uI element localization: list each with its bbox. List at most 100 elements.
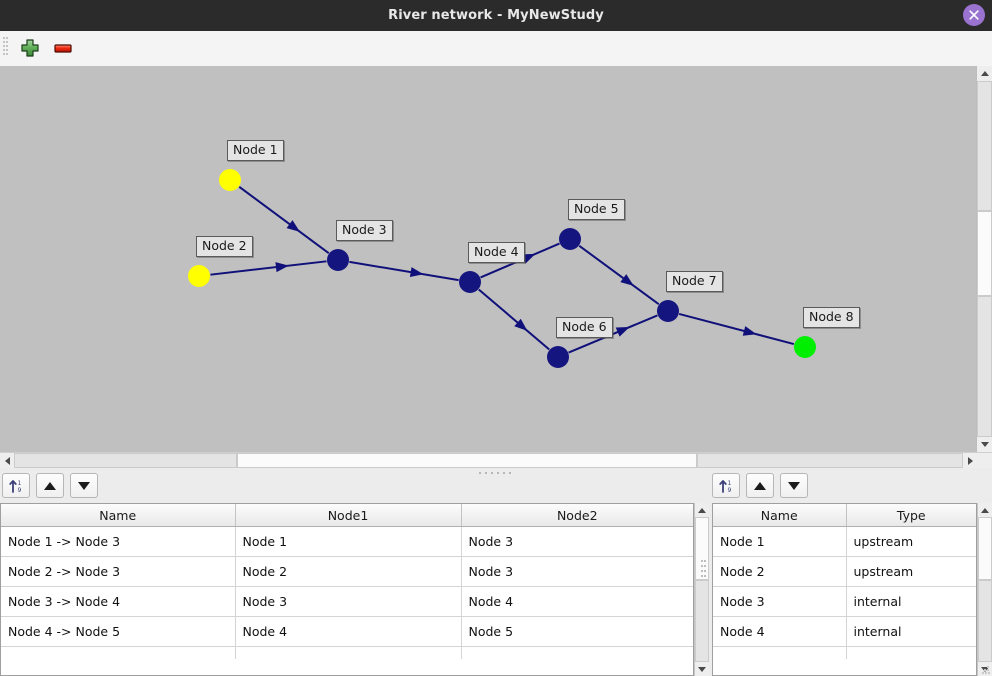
graph-node-node3[interactable] [327,249,349,271]
graph-node-node7[interactable] [657,300,679,322]
branches-column-header-node1[interactable]: Node1 [235,504,462,527]
table-empty-row [713,646,976,659]
nodes-cell-name[interactable]: Node 2 [713,556,847,587]
nodes-cell-type[interactable]: internal [846,586,976,617]
nodes-cell-name[interactable]: Node 4 [713,616,847,647]
branches-scroll-track[interactable] [695,580,709,662]
canvas-hscroll-track-left[interactable] [14,453,237,468]
canvas-hscroll-thumb[interactable] [237,453,697,468]
node-label-node3[interactable]: Node 3 [336,220,393,241]
node-label-node6[interactable]: Node 6 [556,317,613,338]
nodes-scroll-thumb[interactable] [978,517,992,580]
scroll-right-button[interactable] [963,453,977,468]
edge-Node3-to-Node4[interactable] [349,260,459,282]
close-button[interactable] [963,4,985,26]
arrowhead-icon [275,262,289,273]
canvas-vscroll-track-top[interactable] [977,81,992,211]
branches-cell-name[interactable]: Node 3 -> Node 4 [1,586,236,617]
graph-node-node5[interactable] [559,228,581,250]
edge-Node1-to-Node3[interactable] [238,186,330,254]
nodes-cell-type[interactable]: upstream [846,526,976,557]
edge-Node5-to-Node7[interactable] [578,245,660,305]
graph-node-node8[interactable] [794,336,816,358]
node-label-node8[interactable]: Node 8 [803,307,860,328]
branches-sort-button[interactable]: 1 9 [2,473,30,498]
scroll-up-button[interactable] [977,66,992,81]
branches-cell-node2[interactable]: Node 3 [461,556,693,587]
nodes-sort-button[interactable]: 1 9 [712,473,740,498]
branches-move-up-button[interactable] [36,473,64,498]
branches-column-header-node2[interactable]: Node2 [461,504,693,527]
graph-node-node1[interactable] [219,169,241,191]
nodes-table-scrollbar[interactable] [977,503,992,676]
branches-move-down-button[interactable] [70,473,98,498]
branches-cell-node1[interactable]: Node 3 [235,586,462,617]
nodes-column-header-type[interactable]: Type [846,504,976,527]
scroll-down-button[interactable] [977,437,992,452]
branches-table-scrollbar[interactable] [694,503,709,676]
node-label-node4[interactable]: Node 4 [468,242,525,263]
edge-Node6-to-Node7[interactable] [568,314,658,354]
node-label-node7[interactable]: Node 7 [666,271,723,292]
branches-cell-node1[interactable]: Node 2 [235,556,462,587]
panel-splitter[interactable] [0,468,992,477]
network-graph [188,169,816,368]
graph-node-node2[interactable] [188,265,210,287]
arrowhead-icon [620,274,634,286]
resize-grip[interactable] [982,666,990,674]
node-label-node5[interactable]: Node 5 [568,199,625,220]
delete-node-button[interactable] [50,36,76,61]
nodes-move-down-button[interactable] [780,473,808,498]
edge-Node7-to-Node8[interactable] [678,312,795,346]
branches-cell-node2[interactable]: Node 3 [461,526,693,557]
edge-Node4-to-Node6[interactable] [478,288,550,351]
edge-Node2-to-Node3[interactable] [210,260,327,276]
add-node-button[interactable] [17,36,43,61]
graph-node-node6[interactable] [547,346,569,368]
branches-cell-node1[interactable]: Node 4 [235,616,462,647]
node-label-node2[interactable]: Node 2 [196,236,253,257]
branches-cell-node1[interactable]: Node 1 [235,526,462,557]
nodes-scroll-track[interactable] [978,580,992,662]
nodes-cell-type[interactable]: internal [846,616,976,647]
canvas-hscroll-track-right[interactable] [697,453,963,468]
nodes-cell-type[interactable]: upstream [846,556,976,587]
canvas-horizontal-scrollbar[interactable] [0,452,992,468]
branches-cell-name[interactable]: Node 2 -> Node 3 [1,556,236,587]
nodes-cell-name[interactable]: Node 3 [713,586,847,617]
network-canvas[interactable]: Node 1 Node 2 Node 3 Node 4 Node 5 Node 6 Node… [0,66,992,453]
nodes-cell-name[interactable]: Node 1 [713,526,847,557]
canvas-vertical-scrollbar[interactable] [976,66,992,452]
branches-scroll-up-button[interactable] [695,503,709,517]
branches-cell-node2[interactable]: Node 5 [461,616,693,647]
chevron-up-icon [981,507,989,513]
branches-cell-name[interactable]: Node 1 -> Node 3 [1,526,236,557]
branches-cell-node2[interactable]: Node 4 [461,586,693,617]
branches-column-header-name[interactable]: Name [1,504,236,527]
branches-scroll-thumb[interactable] [695,517,709,580]
chevron-down-icon [980,442,989,447]
graph-node-node4[interactable] [459,271,481,293]
node-label-node1[interactable]: Node 1 [227,140,284,161]
toolbar-grip[interactable] [3,37,8,59]
nodes-move-up-button[interactable] [746,473,774,498]
branches-scroll-down-button[interactable] [695,662,709,676]
branches-cell-name[interactable]: Node 4 -> Node 5 [1,616,236,647]
nodes-scroll-up-button[interactable] [978,503,992,517]
arrowhead-icon [521,253,536,264]
canvas-vscroll-thumb[interactable] [977,211,992,296]
panel-grip-handle[interactable] [701,560,706,582]
nodes-column-header-name[interactable]: Name [713,504,847,527]
scroll-left-button[interactable] [0,453,14,468]
canvas-vscroll-track-bottom[interactable] [977,296,992,437]
